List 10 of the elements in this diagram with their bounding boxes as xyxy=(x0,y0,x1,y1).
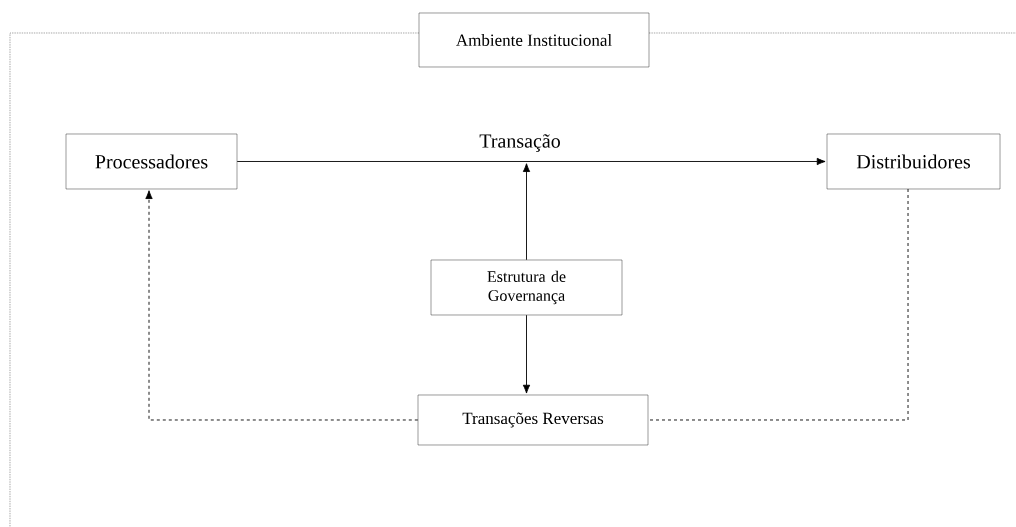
box: Transações Reversas xyxy=(417,394,649,446)
arrow xyxy=(145,190,419,421)
box: Estrutura de Governança xyxy=(430,259,623,316)
box: Distribuidores xyxy=(826,133,1001,190)
arrow xyxy=(522,163,531,261)
box: Ambiente Institucional xyxy=(418,12,650,68)
arrow xyxy=(236,157,826,166)
edge-label: Transação xyxy=(478,133,562,153)
arrow xyxy=(522,314,531,394)
box: Processadores xyxy=(65,133,238,190)
